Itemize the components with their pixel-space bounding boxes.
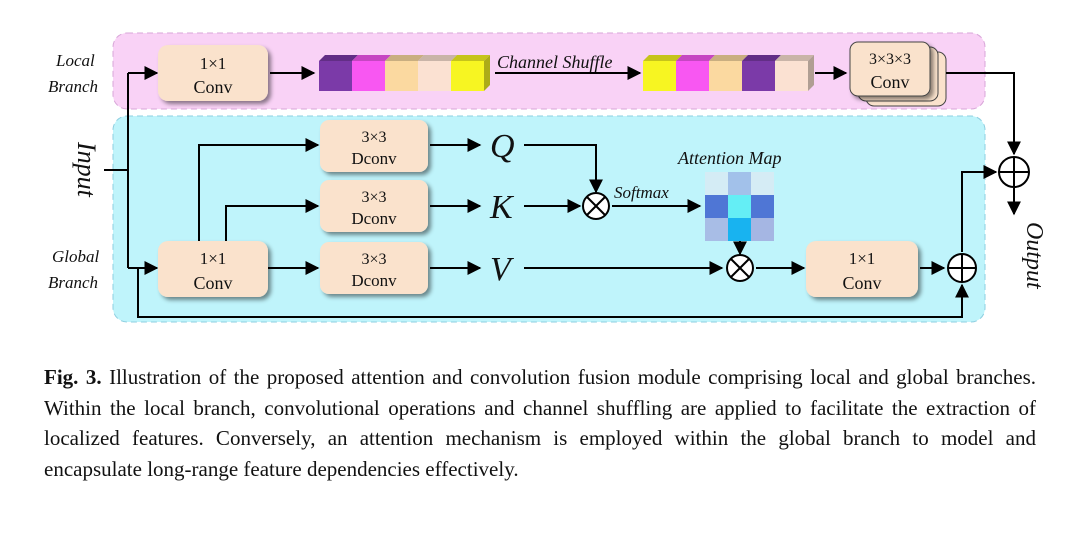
channel-block-top xyxy=(451,55,490,61)
channel-block-top xyxy=(742,55,781,61)
channel-block xyxy=(676,61,709,91)
channel-block xyxy=(451,61,484,91)
attention-cell xyxy=(728,172,751,195)
attention-cell xyxy=(728,218,751,241)
channel-block-top xyxy=(319,55,358,61)
attention-cell xyxy=(705,195,728,218)
channel-block xyxy=(385,61,418,91)
input-label: Input xyxy=(72,141,101,198)
figure-label: Fig. 3. xyxy=(44,365,102,389)
qkv-arrows xyxy=(430,138,482,275)
global-branch-label-2: Branch xyxy=(48,273,98,292)
channel-block-top xyxy=(709,55,748,61)
svg-text:1×1: 1×1 xyxy=(200,54,227,73)
channel-block-top xyxy=(352,55,391,61)
attention-cell xyxy=(705,172,728,195)
attention-cell xyxy=(751,195,774,218)
output-label: Output xyxy=(1021,222,1047,290)
dconv-k-box: 3×3 Dconv xyxy=(320,180,428,232)
global-wires xyxy=(198,138,320,275)
channel-block-side xyxy=(484,55,490,91)
svg-text:3×3×3: 3×3×3 xyxy=(869,51,911,68)
arrow-local-to-sum xyxy=(946,72,1021,156)
conv3d-box: 3×3×3 Conv xyxy=(849,41,947,107)
channel-stack-before xyxy=(319,55,490,91)
local-conv-box: 1×1 Conv xyxy=(158,45,268,101)
add-icon xyxy=(947,253,977,283)
svg-text:3×3: 3×3 xyxy=(361,129,386,146)
qk-wires xyxy=(524,144,1021,275)
caption-text: Illustration of the proposed attention a… xyxy=(44,365,1036,481)
svg-text:Conv: Conv xyxy=(842,273,881,293)
figure-caption: Fig. 3. Illustration of the proposed att… xyxy=(44,362,1036,484)
global-branch-label-1: Global xyxy=(52,247,100,266)
q-label: Q xyxy=(490,128,515,165)
out-conv-box: 1×1 Conv xyxy=(806,241,918,297)
attention-cell xyxy=(751,218,774,241)
attention-map-label: Attention Map xyxy=(677,148,781,168)
svg-text:Conv: Conv xyxy=(193,273,232,293)
dconv-q-box: 3×3 Dconv xyxy=(320,120,428,172)
global-conv-box: 1×1 Conv xyxy=(158,241,268,297)
channel-block xyxy=(319,61,352,91)
channel-block xyxy=(418,61,451,91)
fusion-module-diagram: Local Branch Global Branch Input Output … xyxy=(48,32,1047,323)
channel-shuffle-label: Channel Shuffle xyxy=(497,52,613,72)
channel-block xyxy=(643,61,676,91)
svg-text:Dconv: Dconv xyxy=(351,271,397,290)
channel-block xyxy=(775,61,808,91)
channel-block-top xyxy=(385,55,424,61)
channel-block-top xyxy=(775,55,814,61)
attention-cell xyxy=(751,172,774,195)
local-branch-label-1: Local xyxy=(55,51,95,70)
multiply-icon xyxy=(582,192,610,220)
channel-block-side xyxy=(808,55,814,91)
svg-text:Dconv: Dconv xyxy=(351,209,397,228)
softmax-label: Softmax xyxy=(614,183,669,202)
channel-block xyxy=(742,61,775,91)
channel-block-top xyxy=(676,55,715,61)
dconv-v-box: 3×3 Dconv xyxy=(320,242,428,294)
k-label: K xyxy=(489,189,515,226)
svg-text:Conv: Conv xyxy=(870,72,909,92)
local-branch-label-2: Branch xyxy=(48,77,98,96)
attention-map xyxy=(705,172,774,241)
multiply-icon xyxy=(726,254,754,282)
svg-text:Dconv: Dconv xyxy=(351,149,397,168)
channel-block xyxy=(352,61,385,91)
input-wires xyxy=(104,66,969,318)
svg-text:3×3: 3×3 xyxy=(361,251,386,268)
attention-cell xyxy=(728,195,751,218)
svg-text:1×1: 1×1 xyxy=(849,249,876,268)
channel-stack-after xyxy=(643,55,814,91)
channel-block-top xyxy=(643,55,682,61)
channel-block xyxy=(709,61,742,91)
channel-block-top xyxy=(418,55,457,61)
attention-cell xyxy=(705,218,728,241)
svg-text:Conv: Conv xyxy=(193,77,232,97)
svg-text:3×3: 3×3 xyxy=(361,189,386,206)
svg-text:1×1: 1×1 xyxy=(200,249,227,268)
add-icon xyxy=(998,156,1030,188)
